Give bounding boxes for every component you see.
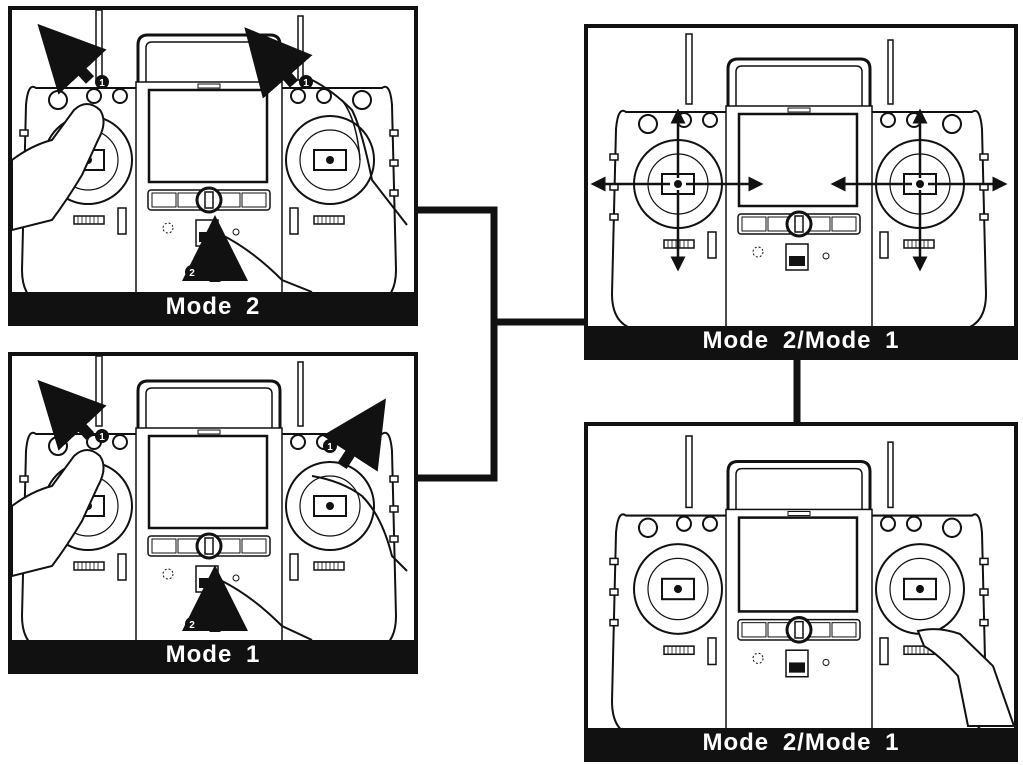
svg-text:1: 1 [327,442,333,453]
svg-text:2: 2 [189,620,195,631]
direction-arrows [590,108,1008,272]
marker-badge: 1 1 2 [95,429,337,631]
svg-text:1: 1 [99,78,105,89]
connector-bottom-left [418,322,498,482]
panel-caption: Mode 2/Mode 1 [588,728,1014,758]
panel-trim-adjust: Mode 2/Mode 1 [584,422,1018,762]
panel-stick-directions: Mode 2/Mode 1 [584,24,1018,360]
controller-illustration: 1 1 2 [12,10,408,292]
left-hand [12,103,105,232]
panel-caption: Mode 2 [12,292,414,322]
controller-illustration: 1 1 2 [12,356,408,640]
panel-mode-1: 1 1 2 Mode 1 [8,352,418,674]
panel-caption: Mode 2/Mode 1 [588,326,1014,356]
right-hand [311,79,408,226]
controller-illustration [590,32,1008,326]
controller-illustration [608,434,1014,728]
connector-top-left [418,206,584,326]
finger [916,628,1014,727]
panel-mode-2: 1 1 2 Mode 2 [8,6,418,326]
arrow-left-stick [37,379,107,451]
right-hand [311,475,408,572]
marker-badge: 1 1 2 [95,75,313,279]
arrow-right-stick [322,398,386,472]
left-hand [12,449,105,578]
svg-text:2: 2 [189,268,195,279]
panel-caption: Mode 1 [12,640,414,670]
svg-text:1: 1 [99,432,105,443]
svg-text:1: 1 [303,78,309,89]
arrow-left-stick [37,23,107,95]
arrow-right-stick [244,27,313,99]
